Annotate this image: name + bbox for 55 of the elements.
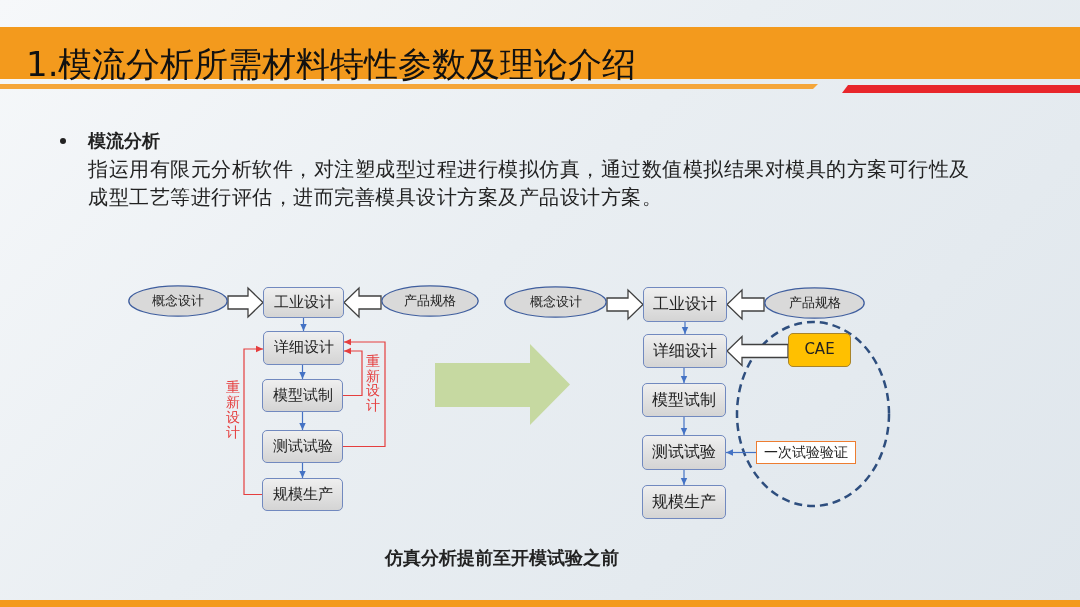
feedback-arrow xyxy=(342,338,386,448)
node-label: 产品规格 xyxy=(788,295,841,311)
arrow xyxy=(680,367,688,384)
node-label: 模型试制 xyxy=(652,390,716,410)
caption: 仿真分析提前至开模试验之前 xyxy=(385,546,619,570)
arrow xyxy=(680,416,688,436)
process-box xyxy=(643,287,727,322)
process-box xyxy=(262,379,343,412)
node-label: 一次试验验证 xyxy=(764,444,848,461)
edge-label: 重新设计 xyxy=(226,380,240,440)
arrow xyxy=(681,321,689,335)
arrow xyxy=(300,317,307,332)
process-box xyxy=(642,383,726,417)
input-ellipse xyxy=(764,287,865,319)
slide-title: 1.模流分析所需材料特性参数及理论介绍 xyxy=(26,44,637,84)
input-ellipse xyxy=(128,285,228,317)
block-arrow xyxy=(227,286,264,319)
arrow xyxy=(680,469,688,486)
block-arrow xyxy=(726,334,789,368)
block-arrow xyxy=(726,288,765,321)
process-box xyxy=(263,331,344,365)
node-label: 工业设计 xyxy=(653,295,717,314)
process-box xyxy=(263,287,344,318)
node-label: 规模生产 xyxy=(272,485,333,504)
block-arrow xyxy=(606,288,644,321)
node-label: 测试试验 xyxy=(652,443,716,462)
arrow xyxy=(299,411,306,431)
node-label: CAE xyxy=(804,341,835,359)
process-box xyxy=(642,435,726,470)
process-box xyxy=(262,430,343,463)
feedback-arrow xyxy=(342,347,363,397)
process-box xyxy=(262,478,343,511)
arrow xyxy=(725,449,757,456)
node-label: 模型试制 xyxy=(272,386,333,405)
input-ellipse xyxy=(504,286,607,318)
block-arrow xyxy=(343,286,382,319)
body-paragraph: 指运用有限元分析软件，对注塑成型过程进行模拟仿真，通过数值模拟结果对模具的方案可行性及成型工艺等进行评估，进而完善模具设计方案及产品设计方案。 xyxy=(88,156,971,211)
feedback-arrow xyxy=(243,345,264,496)
node-label: 工业设计 xyxy=(273,293,334,312)
input-ellipse xyxy=(381,285,479,317)
process-box xyxy=(642,485,726,519)
section-heading: 模流分析 xyxy=(88,129,160,153)
node-label: 详细设计 xyxy=(273,339,334,357)
node-label: 概念设计 xyxy=(529,294,582,310)
node-label: 规模生产 xyxy=(652,492,716,512)
note-box xyxy=(756,441,856,464)
node-label: 测试试验 xyxy=(272,437,333,456)
edge-label: 重新设计 xyxy=(366,353,380,414)
process-box xyxy=(643,334,727,368)
arrow xyxy=(299,462,306,479)
node-label: 概念设计 xyxy=(152,293,204,309)
node-label: 产品规格 xyxy=(404,293,456,309)
arrow xyxy=(299,364,306,380)
highlighted-process-box xyxy=(788,333,851,367)
node-label: 详细设计 xyxy=(653,341,717,361)
